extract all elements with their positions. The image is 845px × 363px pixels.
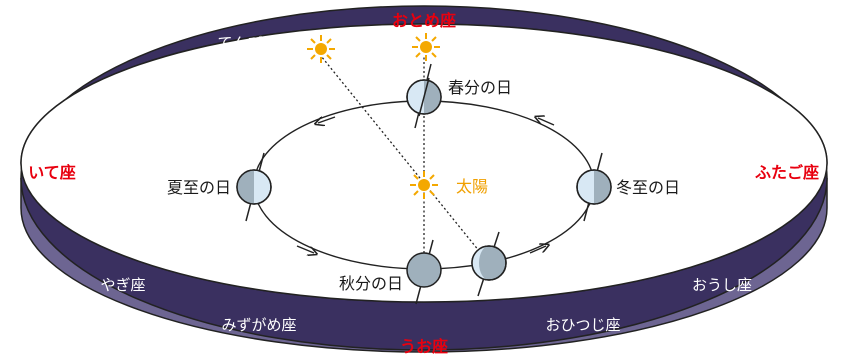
label-pisces: うお座 (400, 337, 448, 356)
sun-motion-arrow (344, 33, 409, 43)
earth-summer (236, 152, 272, 222)
label-cancer: かに座 (695, 80, 740, 98)
orbit-arrow-left (296, 245, 314, 253)
orbit-arrow-bottom (529, 246, 546, 254)
label-virgo: おとめ座 (392, 11, 456, 30)
label-summer: 夏至の日 (167, 178, 231, 197)
sun-icon (410, 171, 438, 199)
earth-winter (576, 152, 612, 222)
label-autumn: 秋分の日 (339, 274, 403, 293)
orbit-arrow-top (318, 116, 336, 123)
earth-spring (406, 63, 442, 129)
earth-autumn (406, 239, 442, 305)
label-leo: しし座 (579, 41, 624, 59)
sun-icon-libra (307, 35, 335, 63)
label-capricorn: やぎ座 (100, 276, 145, 294)
label-sagittarius: いて座 (28, 163, 76, 182)
label-gemini: ふたご座 (755, 163, 819, 182)
label-taurus: おうし座 (692, 276, 752, 294)
sightline-diagonal (320, 55, 489, 263)
orbit-arrow-right (538, 118, 555, 126)
label-winter: 冬至の日 (616, 178, 680, 197)
label-spring: 春分の日 (448, 78, 512, 97)
label-scorpio: さそり座 (97, 79, 157, 97)
label-aquarius: みずがめ座 (221, 316, 296, 334)
earth-later (471, 231, 507, 297)
label-aries: おひつじ座 (545, 316, 620, 334)
sun-icon-virgo (412, 33, 440, 61)
label-libra: てんびん座 (217, 34, 292, 52)
label-sun: 太陽 (456, 177, 488, 196)
